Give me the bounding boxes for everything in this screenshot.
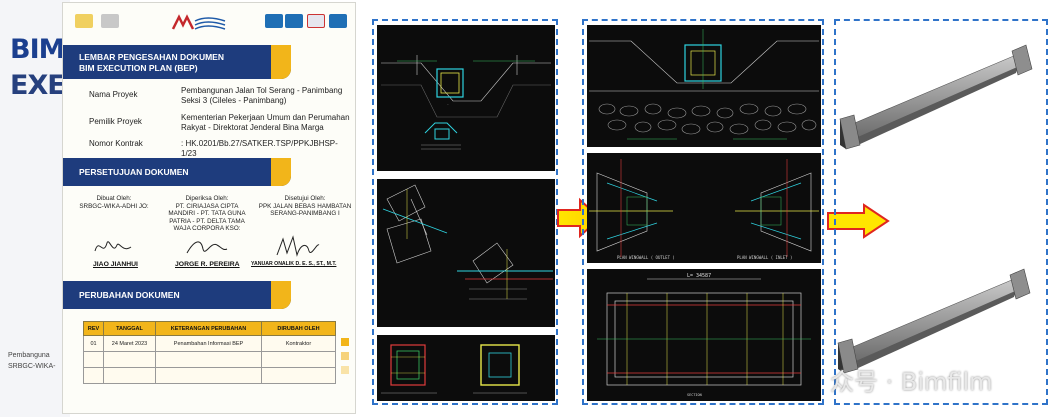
background-footer-line2: SRBGC-WIKA- bbox=[8, 363, 56, 370]
partner-logo-4 bbox=[329, 14, 347, 28]
signer-3-role: Disetujui Oleh: PPK JALAN BEBAS HAMBATAN… bbox=[258, 195, 352, 217]
agency-logo bbox=[101, 14, 119, 28]
col-changed-by: DIRUBAH OLEH bbox=[261, 321, 336, 336]
section-label: SECTION bbox=[687, 393, 702, 397]
signer-1-name: JIAO JIANHUI bbox=[93, 261, 138, 268]
signature-2 bbox=[186, 241, 228, 254]
cad-panel-1: - bbox=[372, 19, 558, 405]
background-document: BIM EXEC Pembanguna SRBGC-WIKA- bbox=[0, 0, 85, 417]
contract-number-label: Nomor Kontrak bbox=[89, 139, 143, 148]
revision-table: REV TANGGAL KETERANGAN PERUBAHAN DIRUBAH… bbox=[83, 321, 336, 384]
col-description: KETERANGAN PERUBAHAN bbox=[155, 321, 262, 336]
header-approval: PERSETUJUAN DOKUMEN bbox=[63, 158, 291, 186]
partner-logo-3 bbox=[307, 14, 325, 28]
header-approval-sheet: LEMBAR PENGESAHAN DOKUMEN BIM EXECUTION … bbox=[63, 45, 291, 79]
plan-label-outlet: PLAN WINGWALL ( OUTLET ) bbox=[617, 255, 675, 260]
side-color-marks bbox=[341, 338, 349, 380]
partner-logo-2 bbox=[285, 14, 303, 28]
brand-logo bbox=[171, 14, 226, 30]
signer-3-name: YANUAR ONALIK D. E. S., ST., M.T. bbox=[251, 261, 337, 267]
contract-number-value: : HK.0201/Bb.27/SATKER.TSP/PPKJBHSP-1/23 bbox=[181, 139, 338, 158]
culvert-3d-models bbox=[837, 44, 1033, 374]
plan-label-inlet: PLAN WINGWALL ( INLET ) bbox=[737, 255, 792, 260]
col-date: TANGGAL bbox=[103, 321, 156, 336]
project-owner-value: Kementerian Pekerjaan Umum dan Perumahan… bbox=[181, 113, 350, 132]
svg-text:-: - bbox=[447, 102, 449, 106]
ministry-logo bbox=[75, 14, 93, 28]
signature-1 bbox=[94, 241, 132, 252]
project-name-label: Nama Proyek bbox=[89, 90, 138, 99]
signer-1-role: Dibuat Oleh: SRBGC-WIKA-ADHI JO: bbox=[79, 195, 149, 210]
project-owner-label: Pemilik Proyek bbox=[89, 117, 142, 126]
header-title-line1: LEMBAR PENGESAHAN DOKUMEN bbox=[79, 52, 224, 62]
wingwall-plan-drawing bbox=[377, 179, 555, 327]
header-changes: PERUBAHAN DOKUMEN bbox=[63, 281, 291, 309]
project-name-value: Pembangunan Jalan Tol Serang - Panimbang… bbox=[181, 86, 343, 105]
partner-logo-1 bbox=[265, 14, 283, 28]
cad-panel-2: PLAN WINGWALL ( OUTLET ) PLAN WINGWALL (… bbox=[582, 19, 824, 405]
watermark-text: 众号 · Bimfilm bbox=[830, 368, 993, 396]
table-row bbox=[83, 367, 336, 384]
wingwall-plans-drawing: PLAN WINGWALL ( OUTLET ) PLAN WINGWALL (… bbox=[587, 153, 821, 263]
culvert-cross-section-drawing bbox=[587, 25, 821, 147]
background-title-line1: BIM bbox=[10, 34, 65, 65]
logo-row bbox=[63, 8, 355, 34]
signer-2-role: Diperiksa Oleh: PT. CIRIAJASA CIPTA MAND… bbox=[168, 195, 246, 232]
approval-sheet: LEMBAR PENGESAHAN DOKUMEN BIM EXECUTION … bbox=[62, 2, 356, 414]
table-row: 01 24 Maret 2023 Penambahan Informasi BE… bbox=[83, 335, 336, 352]
culvert-model-1 bbox=[839, 44, 1033, 150]
approval-title: PERSETUJUAN DOKUMEN bbox=[79, 167, 189, 177]
culvert-section-drawing: - bbox=[377, 25, 555, 171]
length-label: L= 34587 bbox=[687, 273, 711, 279]
header-title-line2: BIM EXECUTION PLAN (BEP) bbox=[79, 63, 198, 73]
signature-3 bbox=[276, 235, 320, 257]
model-panel-3d bbox=[834, 19, 1048, 405]
table-row bbox=[83, 351, 336, 368]
col-rev: REV bbox=[83, 321, 104, 336]
background-footer-line1: Pembanguna bbox=[8, 352, 50, 359]
changes-title: PERUBAHAN DOKUMEN bbox=[79, 290, 180, 300]
revision-table-header: REV TANGGAL KETERANGAN PERUBAHAN DIRUBAH… bbox=[83, 321, 336, 336]
reinforcement-detail-drawing bbox=[377, 335, 555, 401]
culvert-model-2 bbox=[837, 268, 1031, 374]
signer-2-name: JORGE R. PEREIRA bbox=[175, 261, 240, 268]
box-culvert-longitudinal-section: L= 34587 SECTION bbox=[587, 269, 821, 401]
